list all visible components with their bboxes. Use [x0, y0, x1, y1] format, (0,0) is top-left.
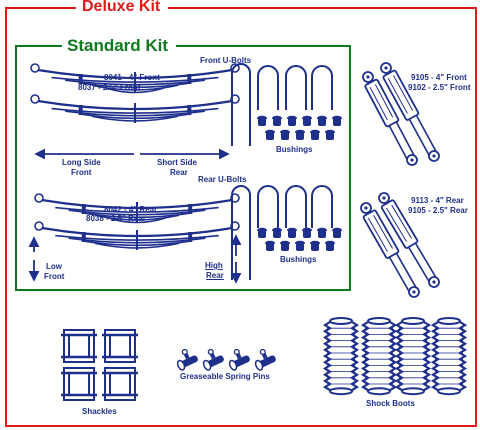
front-spring-part-number-4in: 8041 - 4" Front	[104, 73, 160, 82]
deluxe-kit-title: Deluxe Kit	[76, 0, 167, 16]
shock-boot	[430, 317, 468, 396]
rear-spring-4in-clamp	[81, 204, 86, 214]
rear-spring-4in-clamp	[188, 204, 193, 214]
shackles-label: Shackles	[82, 407, 117, 416]
front-shock-part-number-2-5in: 9102 - 2.5" Front	[408, 83, 471, 92]
short-side-rear-label: Rear	[170, 168, 188, 177]
rear-bushing-flange	[302, 227, 312, 233]
rear-bushing-flange	[265, 240, 275, 246]
front-bushing-flange	[287, 115, 297, 121]
high-rear-label: Rear	[206, 271, 224, 280]
deluxe-kit-border	[5, 7, 477, 427]
front-shock-part-number-4in: 9105 - 4" Front	[411, 73, 467, 82]
orientation-arrows	[28, 148, 242, 284]
spring-pin	[202, 348, 224, 371]
bushings	[257, 115, 342, 251]
front-ubolt	[257, 65, 279, 110]
front-bushing-flange	[310, 129, 320, 135]
rear-bushings-label: Bushings	[280, 255, 317, 264]
standard-kit-title: Standard Kit	[62, 36, 174, 56]
rear-spring-2-5in-front-eye	[34, 221, 44, 231]
rear-ubolts-label: Rear U-Bolts	[198, 175, 247, 184]
u-bolts	[231, 63, 333, 280]
front-bushing-flange	[302, 115, 312, 121]
front-bushing-flange	[295, 129, 305, 135]
front-spring-4in-clamp	[187, 74, 192, 84]
front-bushing-flange	[257, 115, 267, 121]
rear-ubolt	[257, 185, 279, 228]
rear-bushing-flange	[325, 240, 335, 246]
front-bushing-flange	[332, 115, 342, 121]
rear-bushing-flange	[280, 240, 290, 246]
front-ubolts-label: Front U-Bolts	[200, 56, 252, 65]
front-shock-right	[380, 62, 440, 162]
low-front-label: Front	[44, 272, 65, 281]
standard-kit-border	[15, 45, 351, 291]
front-ubolt	[311, 65, 333, 110]
front-ubolt-long	[231, 63, 251, 146]
rear-bushing-flange	[332, 227, 342, 233]
front-spring-2-5in-clamp	[78, 105, 83, 115]
rear-spring-4in-leaf	[108, 217, 166, 224]
front-spring-4in-clamp	[78, 74, 83, 84]
rear-ubolt-long	[231, 185, 251, 280]
spring-pins-label: Greaseable Spring Pins	[180, 372, 270, 381]
rear-shock-left	[360, 202, 420, 298]
shackles	[61, 329, 138, 401]
front-bushing-flange	[325, 129, 335, 135]
front-ubolt	[285, 65, 307, 110]
shackle	[104, 329, 136, 363]
front-bushing-flange	[280, 129, 290, 135]
front-shock-right-rod	[408, 114, 438, 158]
front-spring-2-5in-clamp	[187, 105, 192, 115]
spring-pin	[176, 348, 198, 371]
front-bushing-flange	[272, 115, 282, 121]
front-spring-part-number-2-5in: 8037 - 2.5" Front	[78, 83, 141, 92]
front-bushings-label: Bushings	[276, 145, 313, 154]
shock-boot	[360, 317, 398, 396]
shock-boots-label: Shock Boots	[366, 399, 415, 408]
rear-bushing-flange	[295, 240, 305, 246]
long-side-front-label: Front	[71, 168, 92, 177]
shock-boot	[394, 317, 432, 396]
front-bushing-flange	[265, 129, 275, 135]
spring-pin	[228, 348, 250, 371]
shock-absorbers	[360, 62, 440, 298]
rear-bushing-flange	[317, 227, 327, 233]
front-shock-left	[362, 71, 418, 166]
rear-shock-part-number-4in: 9113 - 4" Rear	[411, 196, 464, 205]
rear-bushing-flange	[310, 240, 320, 246]
low-label: Low	[46, 262, 62, 271]
rear-spring-2-5in-clamp	[81, 232, 86, 242]
shock-boots	[322, 317, 468, 396]
short-side-label: Short Side	[157, 158, 198, 167]
front-spring-2-5in-front-eye	[30, 94, 40, 104]
high-label: High	[205, 261, 223, 270]
greaseable-spring-pins	[176, 348, 276, 371]
shock-boot	[322, 317, 360, 396]
rear-bushing-flange	[272, 227, 282, 233]
rear-shock-part-number-2-5in: 9105 - 2.5" Rear	[408, 206, 468, 215]
rear-spring-part-number-2-5in: 8038 - 2.5" Rear	[86, 214, 146, 223]
rear-bushing-flange	[257, 227, 267, 233]
shackle	[63, 367, 95, 401]
shackle	[104, 367, 136, 401]
rear-leaf-springs	[34, 193, 240, 250]
rear-bushing-flange	[287, 227, 297, 233]
front-leaf-springs	[30, 63, 240, 123]
rear-ubolt	[285, 185, 307, 228]
rear-ubolt	[311, 185, 333, 228]
rear-shock-right	[378, 192, 440, 288]
rear-spring-4in-front-eye	[34, 193, 44, 203]
shackle	[63, 329, 95, 363]
long-side-label: Long Side	[62, 158, 101, 167]
front-spring-4in-leaf	[105, 87, 165, 94]
front-spring-4in-front-eye	[30, 63, 40, 73]
front-bushing-flange	[317, 115, 327, 121]
spring-pin	[254, 348, 276, 371]
rear-spring-part-number-4in: 8042 - 4" Rear	[104, 205, 158, 214]
rear-spring-2-5in-clamp	[188, 232, 193, 242]
